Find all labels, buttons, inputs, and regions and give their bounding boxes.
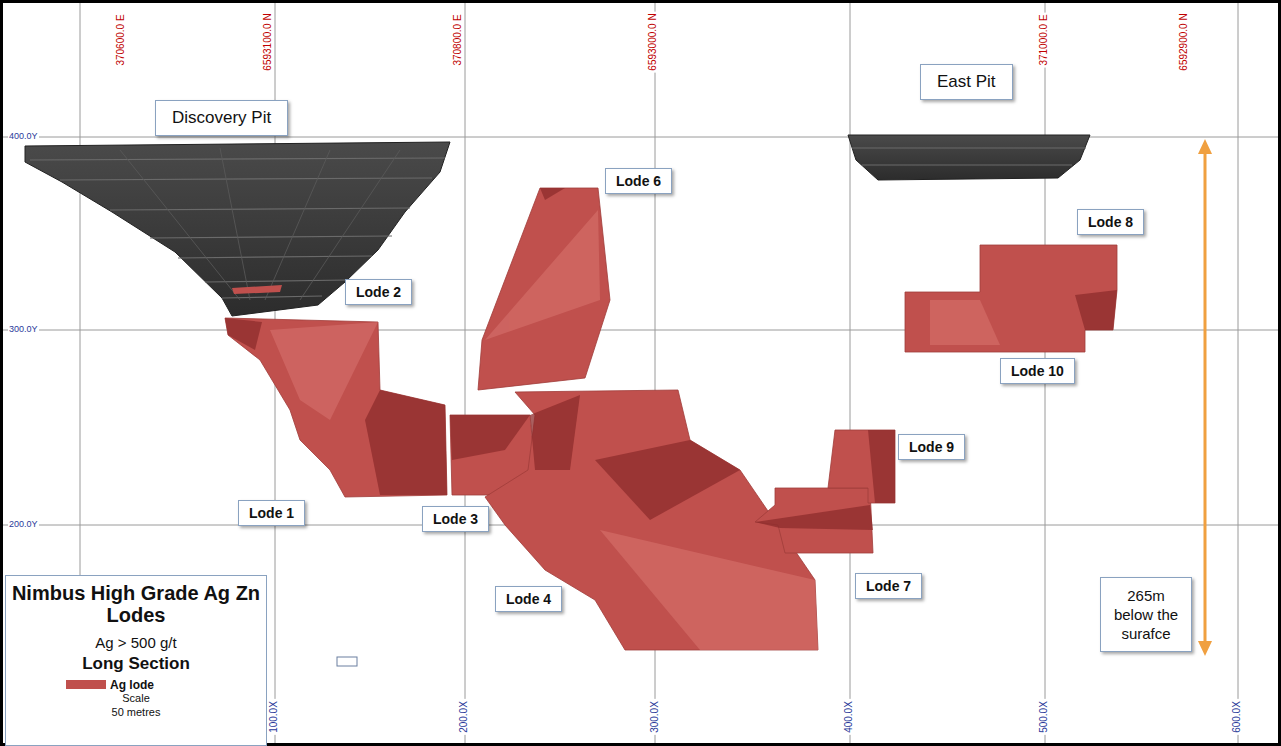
grid-coordinate: 6593100.0 N: [262, 11, 274, 72]
section-distance: 100.0X: [268, 699, 280, 735]
ag-lodes: [225, 188, 1117, 650]
lode-callout: Lode 6: [605, 168, 672, 194]
section-distance: 500.0X: [1038, 699, 1050, 735]
lode-callout: Lode 7: [855, 573, 922, 599]
lode-highlights: [270, 210, 1000, 650]
grid-coordinate: 371000.0 E: [1038, 12, 1050, 67]
scale-caption: Scale: [6, 692, 266, 705]
grid-coordinate: 6593000.0 N: [647, 11, 659, 72]
small-marker: [337, 657, 357, 666]
callout-text: Lode 9: [909, 439, 954, 455]
east-pit: [848, 135, 1090, 180]
pit-callout: Discovery Pit: [155, 100, 288, 136]
callout-text: 265m below the surafce: [1107, 586, 1185, 643]
depth-callout: 265m below the surafce: [1100, 577, 1192, 652]
callout-text: Discovery Pit: [172, 108, 271, 128]
lode-callout: Lode 3: [422, 506, 489, 532]
callout-text: Lode 10: [1011, 363, 1064, 379]
legend-row: Ag lode: [66, 675, 266, 693]
grid-coordinate: 370800.0 E: [452, 12, 464, 67]
elevation-label: 200.0Y: [8, 519, 39, 530]
callout-text: Lode 1: [249, 505, 294, 521]
scale-length: 50 metres: [6, 706, 266, 719]
lode-callout: Lode 10: [1000, 358, 1075, 384]
pit-callout: East Pit: [920, 64, 1013, 100]
section-distance: 300.0X: [649, 699, 661, 735]
legend-title: Nimbus High Grade Ag Zn Lodes: [6, 582, 266, 626]
elevation-label: 300.0Y: [8, 324, 39, 335]
lode-callout: Lode 2: [345, 279, 412, 305]
depth-arrow: [1198, 139, 1212, 656]
callout-text: East Pit: [937, 72, 996, 92]
callout-text: Lode 6: [616, 173, 661, 189]
lode-shading: [225, 188, 1117, 530]
grid-coordinate: 370600.0 E: [115, 12, 127, 67]
elevation-label: 400.0Y: [8, 131, 39, 142]
legend-subtitle: Long Section: [6, 654, 266, 674]
lode-callout: Lode 4: [495, 586, 562, 612]
section-distance: 400.0X: [843, 699, 855, 735]
section-distance: 200.0X: [458, 699, 470, 735]
legend-text: Ag lode: [110, 678, 154, 692]
legend-panel: Nimbus High Grade Ag Zn Lodes Ag > 500 g/…: [5, 575, 267, 746]
discovery-pit: [25, 142, 450, 316]
lode-callout: Lode 8: [1077, 209, 1144, 235]
callout-text: Lode 3: [433, 511, 478, 527]
lode-callout: Lode 9: [898, 434, 965, 460]
legend-swatch: [66, 680, 106, 689]
section-distance: 600.0X: [1231, 699, 1243, 735]
grid-coordinate: 6592900.0 N: [1178, 11, 1190, 72]
callout-text: Lode 4: [506, 591, 551, 607]
callout-text: Lode 7: [866, 578, 911, 594]
lode-callout: Lode 1: [238, 500, 305, 526]
callout-text: Lode 8: [1088, 214, 1133, 230]
callout-text: Lode 2: [356, 284, 401, 300]
legend-grade: Ag > 500 g/t: [6, 634, 266, 652]
